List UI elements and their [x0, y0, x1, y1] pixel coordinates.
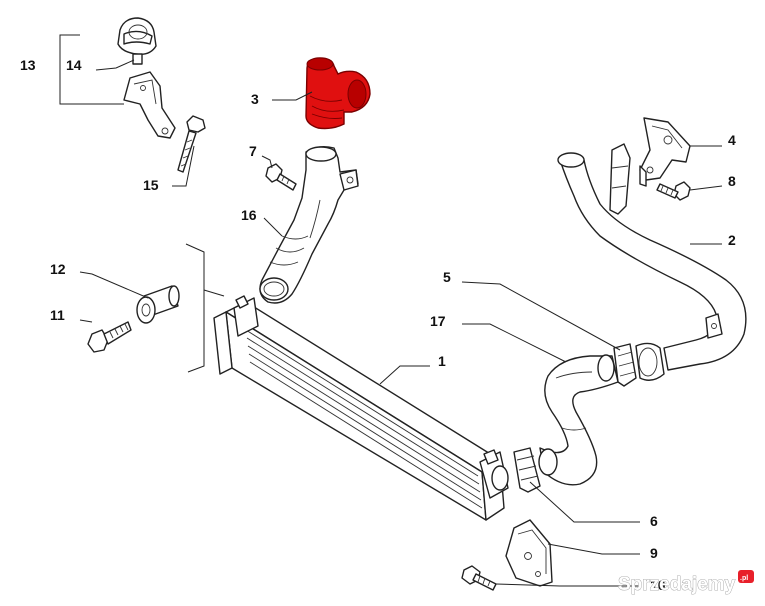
callout-6: 6: [650, 513, 658, 529]
clamp-5: [613, 342, 665, 387]
intercooler-1: [185, 243, 509, 521]
bushing-12: [136, 285, 180, 324]
intercooler-fins: [245, 329, 483, 509]
callout-2: 2: [728, 232, 736, 248]
bracket-4: [639, 117, 691, 187]
callout-12: 12: [50, 261, 66, 277]
watermark-text: Sprzedajemy: [618, 574, 736, 595]
callout-15: 15: [143, 177, 159, 193]
watermark-suffix: .pl: [740, 575, 748, 582]
intake-pipe-16: [259, 145, 359, 304]
bracket-9: [505, 519, 553, 587]
watermark: Sprzedajemy .pl: [618, 570, 754, 595]
callout-10: 10: [650, 577, 666, 593]
bolt-7: [265, 163, 297, 191]
callout-3: 3: [251, 91, 259, 107]
callout-17: 17: [430, 313, 446, 329]
callout-9: 9: [650, 545, 658, 561]
pipe-2: [557, 143, 747, 371]
leader-lines: [59, 34, 723, 587]
callout-8: 8: [728, 173, 736, 189]
callout-7: 7: [249, 143, 257, 159]
red-badge-icon: .pl: [738, 570, 754, 583]
callout-labels: 13 14 15 3 7 16 4 8 2 5 17 1 12 11 6 9 1…: [20, 57, 736, 593]
clamp-14: [117, 17, 157, 65]
callout-4: 4: [728, 132, 736, 148]
bolt-8: [656, 181, 691, 201]
callout-5: 5: [443, 269, 451, 285]
hose-17: [538, 354, 619, 486]
bolt-10: [461, 565, 497, 591]
callout-11: 11: [50, 307, 65, 323]
callout-16: 16: [241, 207, 257, 223]
callout-13: 13: [20, 57, 36, 73]
bracket-assembly: [117, 17, 206, 173]
callout-1: 1: [438, 353, 446, 369]
highlighted-elbow-hose-3: [305, 57, 371, 130]
clamp-6: [513, 447, 541, 493]
bracket-13: [123, 71, 176, 139]
bolt-15: [177, 115, 206, 173]
callout-14: 14: [66, 57, 82, 73]
bolt-11: [87, 321, 132, 353]
